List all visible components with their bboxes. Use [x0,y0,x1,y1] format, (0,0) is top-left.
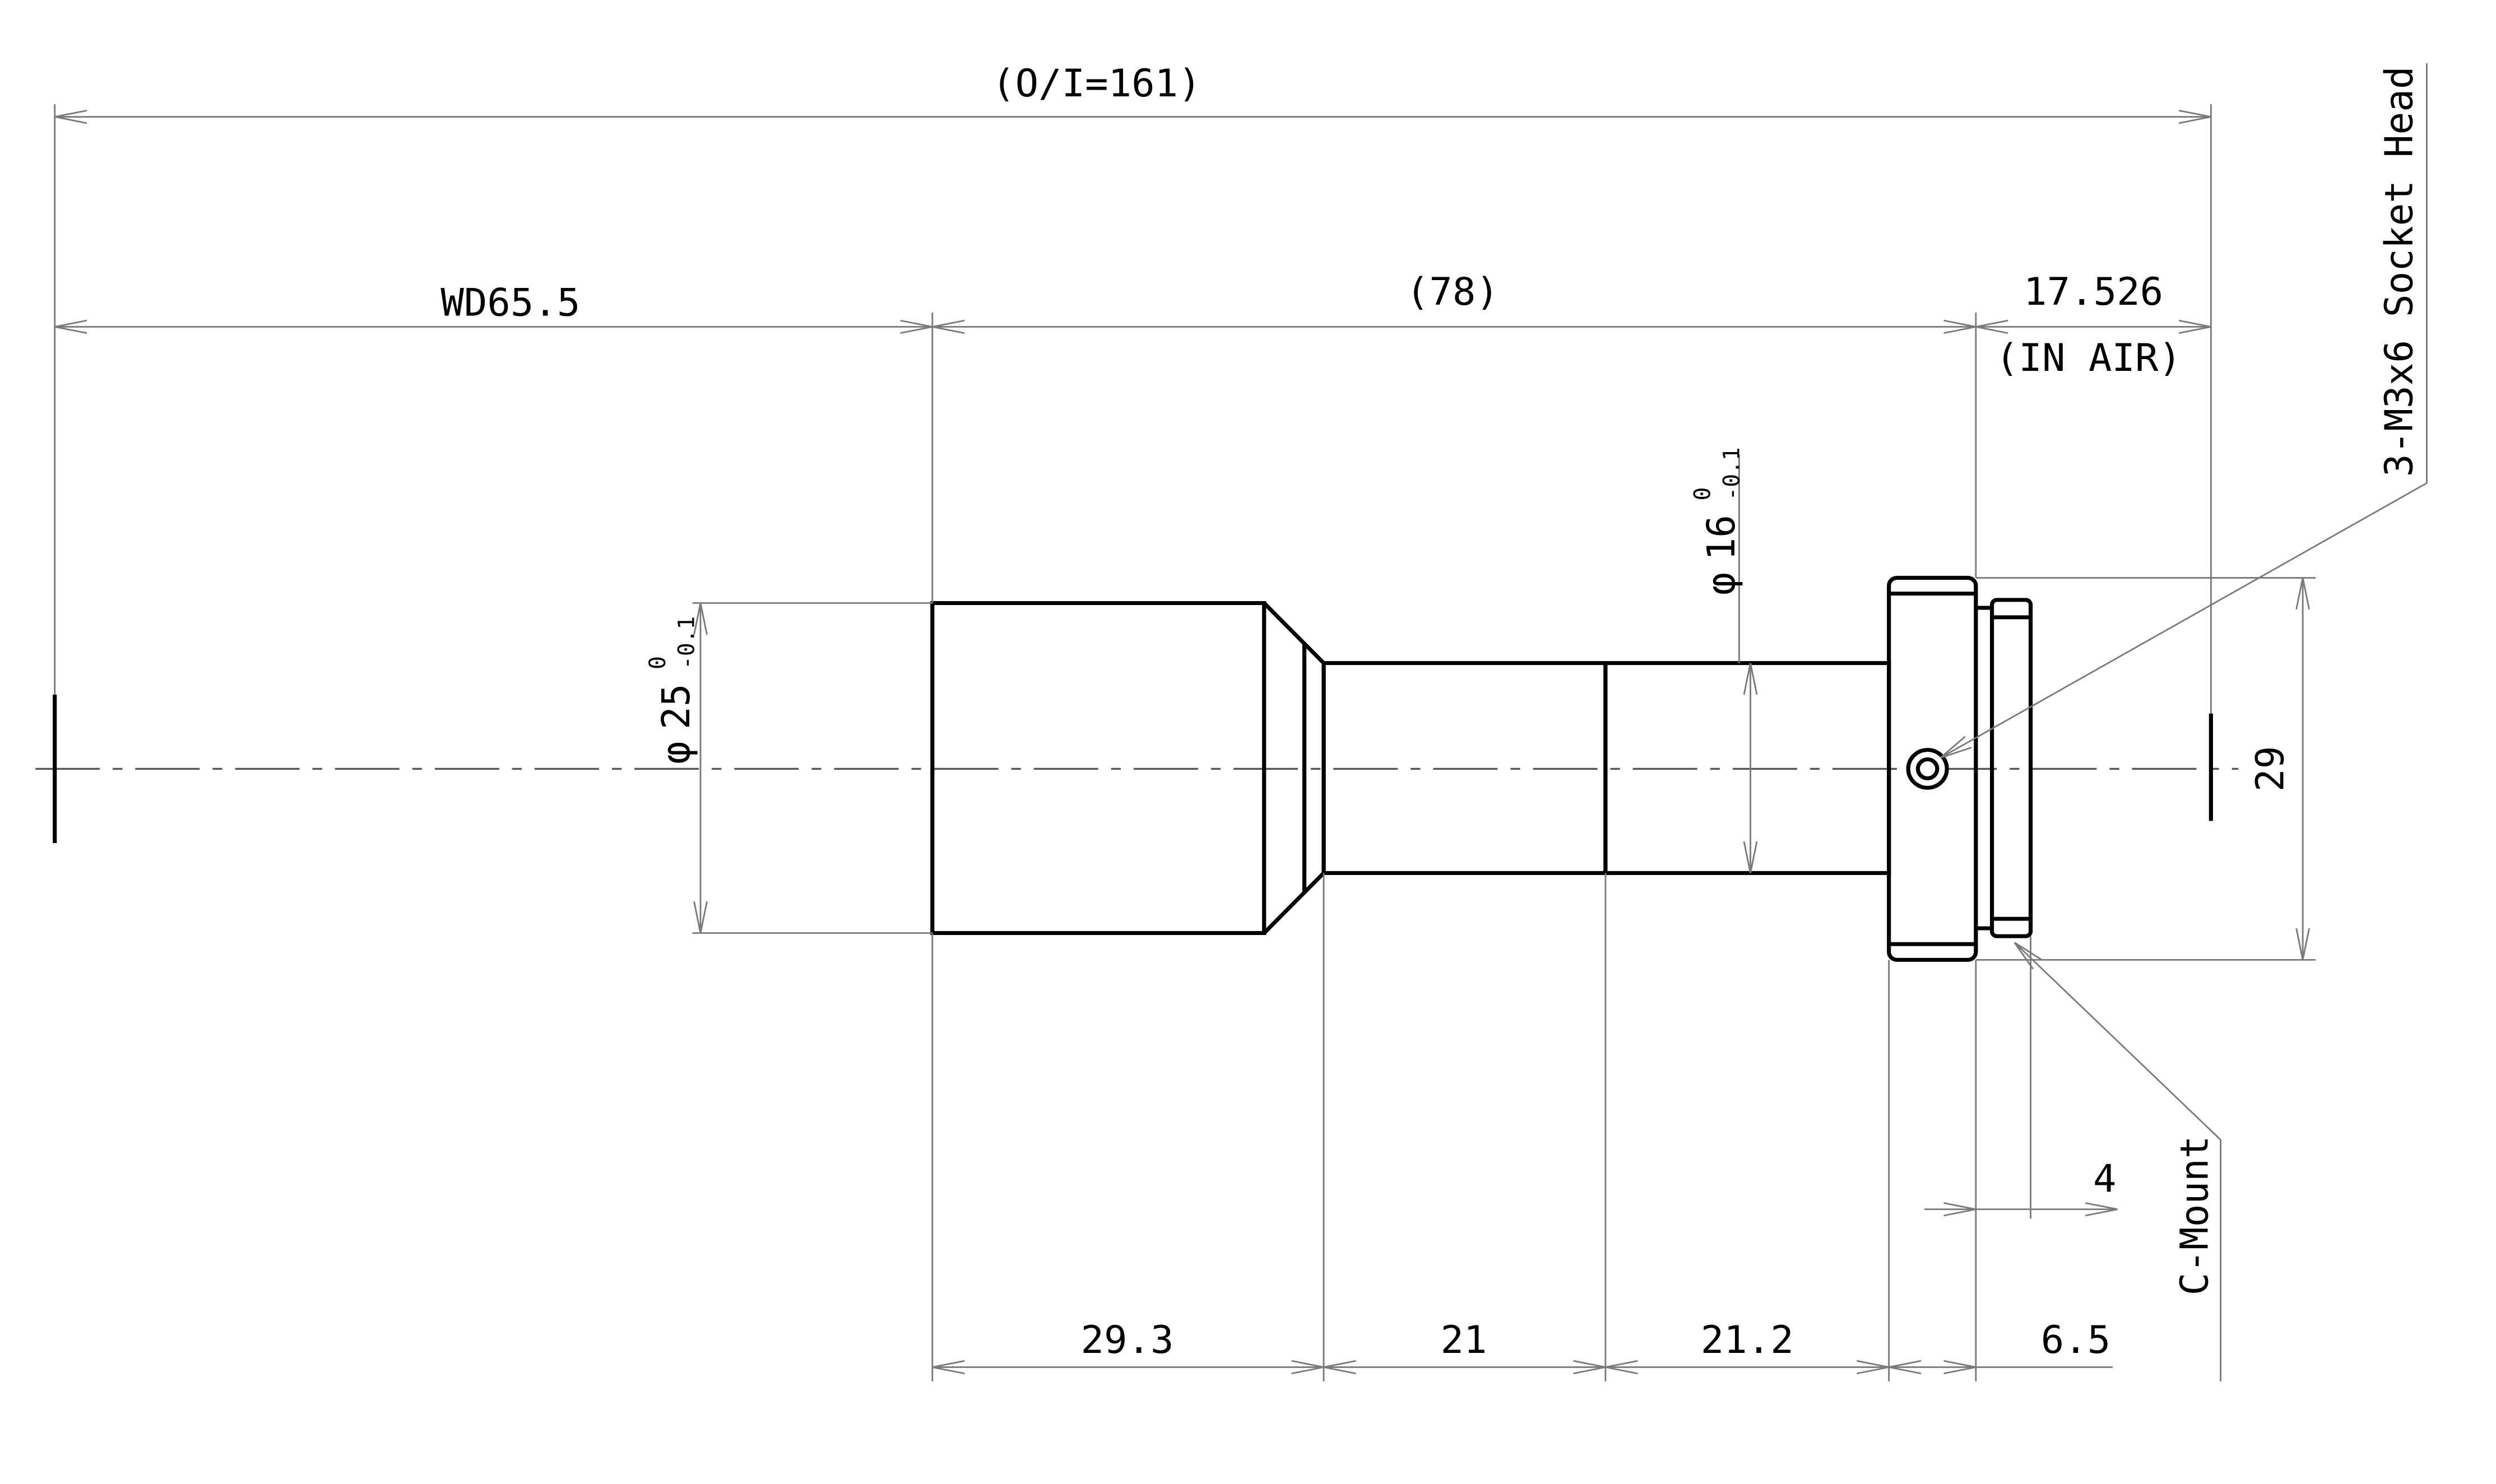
mid-diameter-value: 16 [1699,515,1744,560]
mount-diameter-label: 29 [2248,746,2293,792]
socket-screw-inner [1915,757,1940,780]
mid-diameter-tol-lower: -0.1 [1719,447,1745,500]
front-diameter-tol-lower: -0.1 [674,616,699,669]
extension-lines [54,104,2316,1381]
front-diameter-callout: φ 25 0 -0.1 [644,616,699,764]
mount-note: C-Mount [2173,1136,2217,1295]
back-focus-note: (IN AIR) [1996,337,2182,380]
segment-2-label: 21 [1441,1319,1487,1362]
lens-body [930,575,2033,962]
leader-lines [1941,63,2428,1381]
lens-length-label: (78) [1406,270,1499,314]
c-mount-thread [1989,598,2033,938]
segment-1-label: 29.3 [1080,1319,1173,1362]
front-diameter-value: 25 [654,684,699,729]
front-diameter-tol-upper: 0 [644,656,670,669]
working-distance-label: WD65.5 [440,281,580,325]
diameter-symbol-mid: φ [1699,573,1744,596]
segment-4-label: 6.5 [2041,1319,2111,1362]
screw-leader [1941,63,2428,758]
back-focus-label: 17.526 [2024,270,2163,314]
segment-3-label: 21.2 [1701,1319,1794,1362]
diameter-symbol-front: φ [654,741,699,764]
overall-length-label: (O/I=161) [992,62,1201,106]
front-barrel [930,601,1266,936]
mount-leader [2015,942,2222,1381]
thread-length-label: 4 [2093,1157,2117,1201]
screw-note: 3-M3x6 Socket Head [2377,66,2422,477]
mount-flange [1887,575,1978,962]
mid-diameter-tol-upper: 0 [1690,487,1715,501]
mid-diameter-callout: φ 16 0 -0.1 [1690,447,1745,595]
dimension-lines [54,117,2303,1367]
